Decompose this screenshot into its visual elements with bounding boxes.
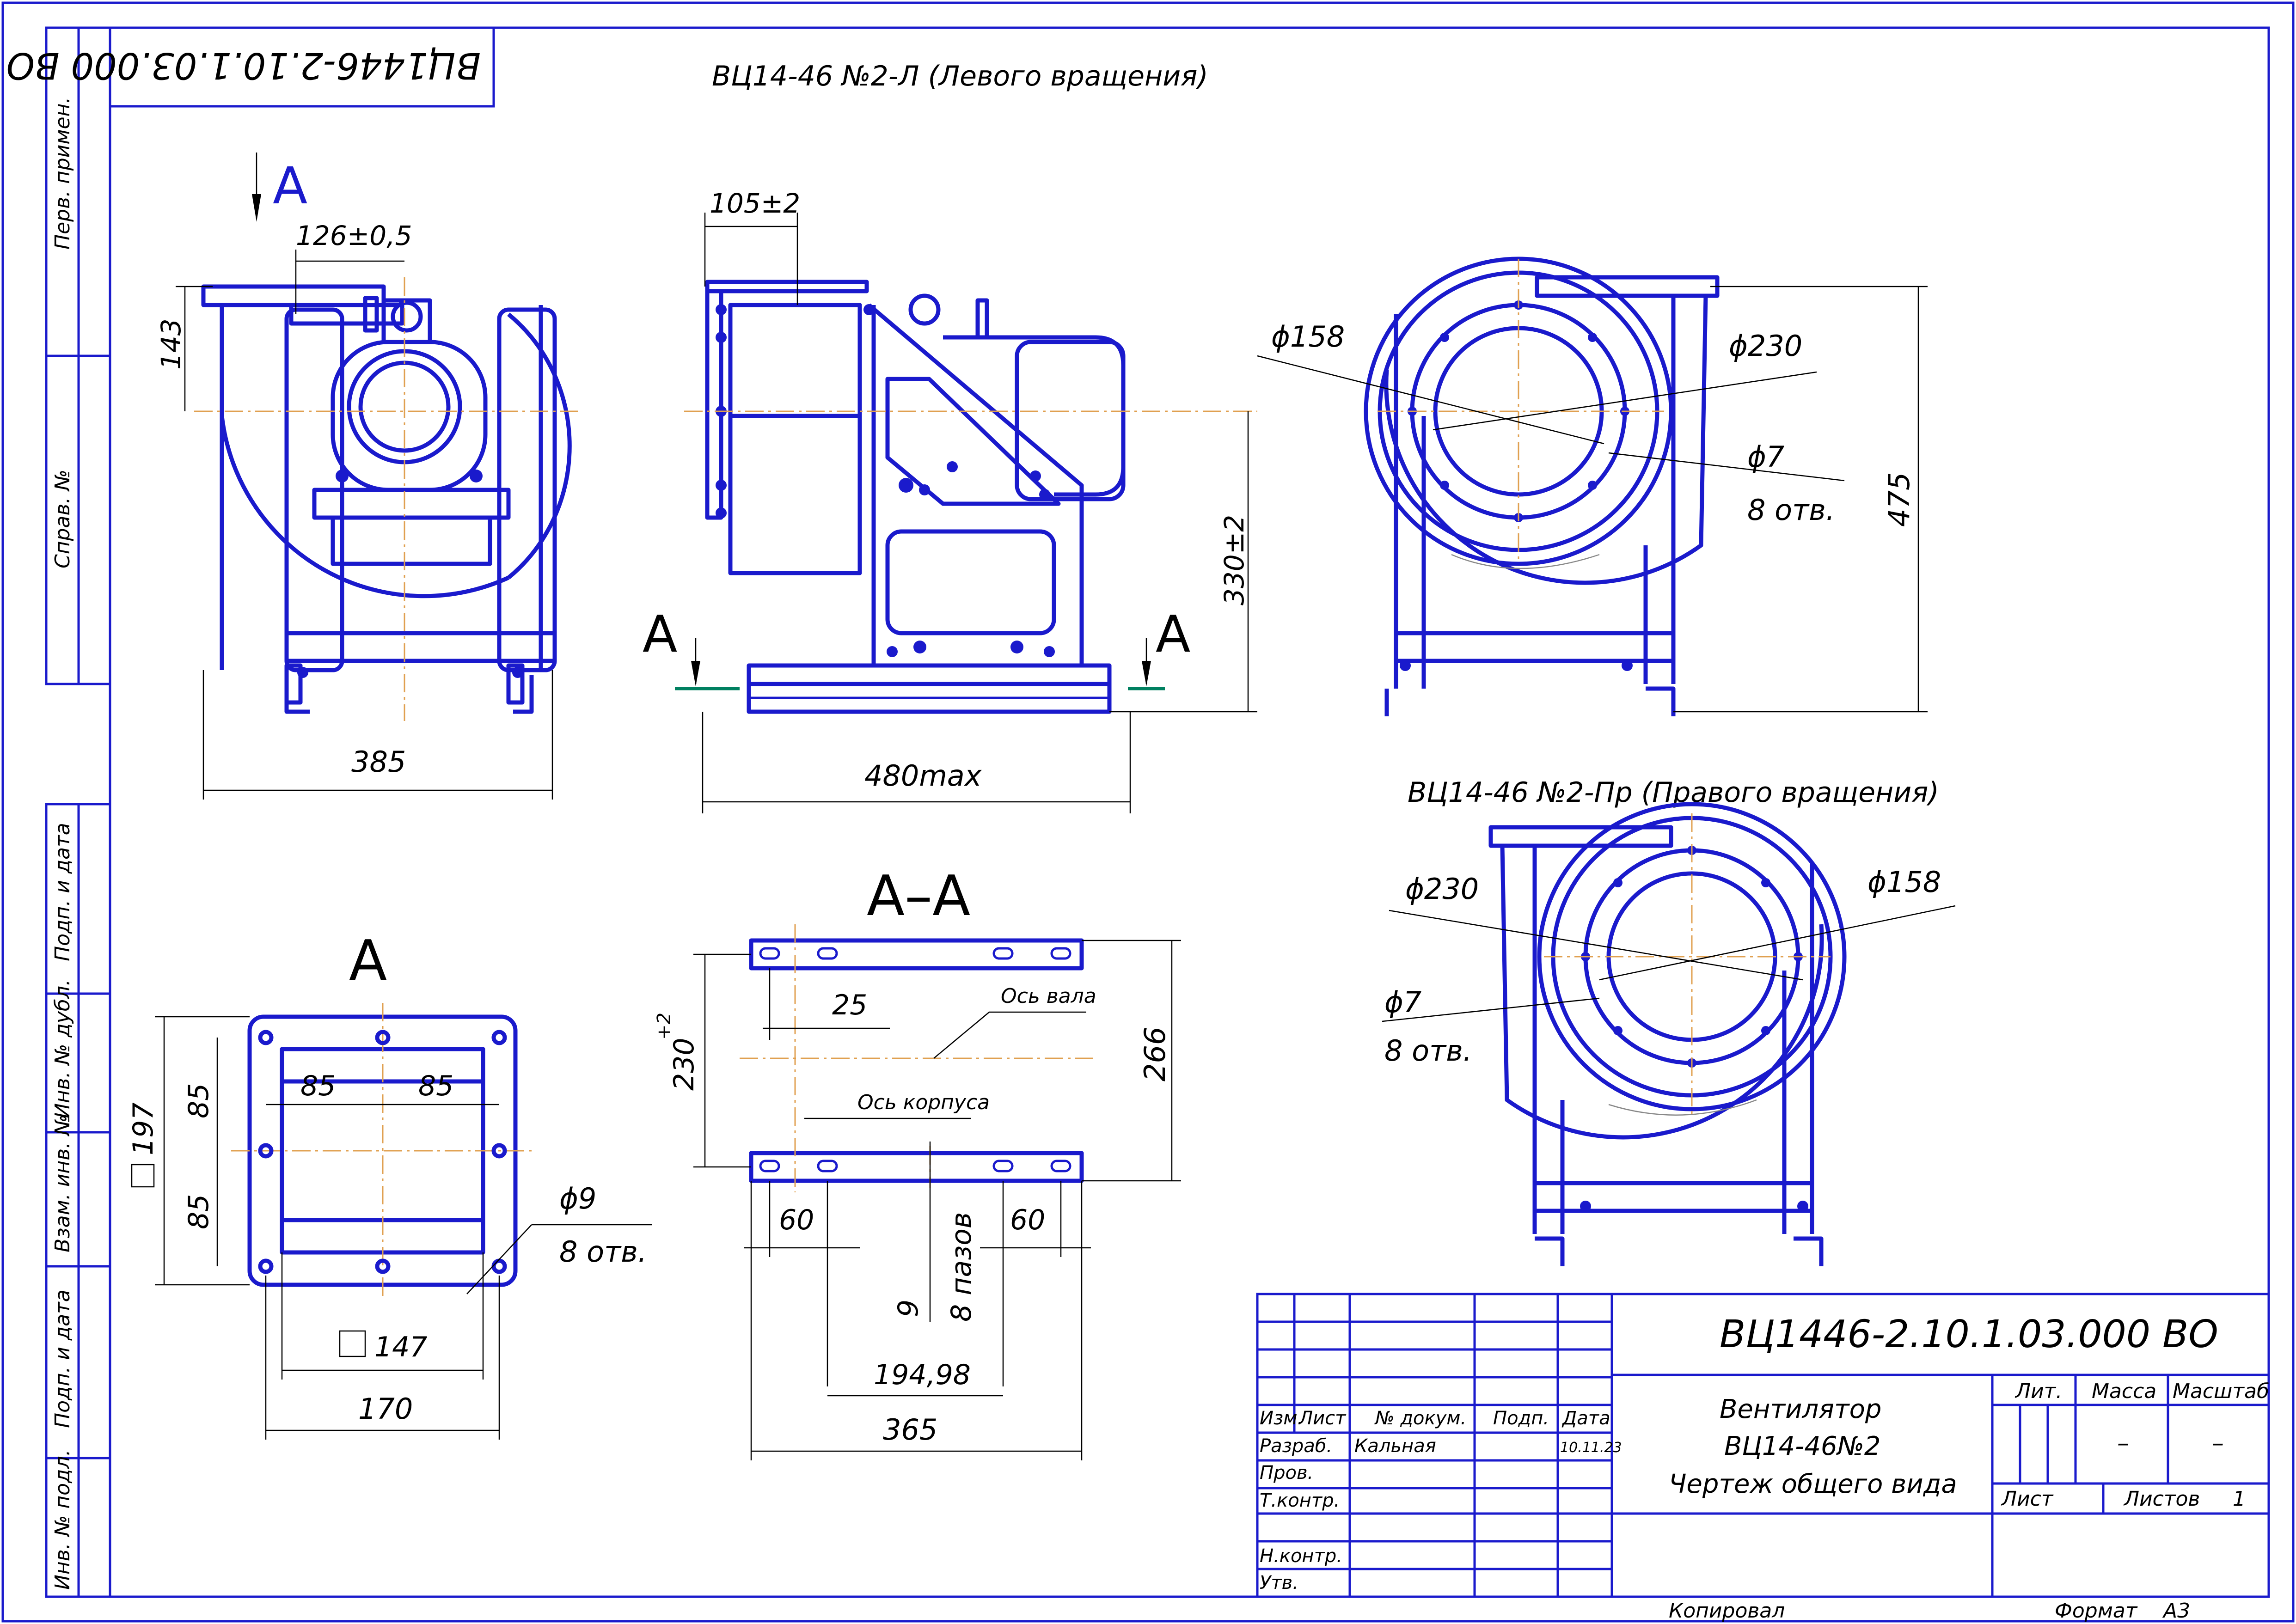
tb-izm: Изм.	[1260, 1408, 1303, 1429]
tb-product-line1: Вентилятор	[1720, 1394, 1881, 1424]
dim-aa-266: 266	[1138, 1027, 1172, 1081]
dim-a-85-v1: 85	[183, 1083, 215, 1118]
section-mark-left: A	[643, 604, 677, 664]
dim-aa-230-tol: +2	[654, 1013, 675, 1040]
dim-aa-shaft-axis: Ось вала	[1001, 984, 1096, 1008]
dim-aa-slots: 8 пазов	[945, 1212, 978, 1322]
tb-podp: Подп.	[1493, 1408, 1549, 1429]
stamp-podp-data-1: Подп. и дата	[51, 823, 74, 961]
dim-a-170: 170	[358, 1392, 413, 1426]
tb-razrab-date: 10.11.23	[1560, 1440, 1622, 1456]
section-mark-right: A	[1156, 604, 1190, 664]
stamp-sprav-no: Справ. №	[51, 470, 74, 568]
tb-lit: Лит.	[2014, 1380, 2062, 1403]
dim-left-d158: ϕ158	[1271, 320, 1345, 354]
dim-a-85-h1: 85	[300, 1070, 336, 1102]
format-value: А3	[2162, 1599, 2190, 1623]
side-view: A A 105±2 330±2 480max	[643, 188, 1257, 813]
tb-listov-value: 1	[2233, 1487, 2246, 1511]
dim-aa-25: 25	[832, 989, 867, 1021]
end-view-right: ϕ230 ϕ158 ϕ7 8 отв.	[1382, 802, 1956, 1266]
dim-left-d7: ϕ7	[1747, 440, 1784, 474]
tb-massa: Масса	[2092, 1380, 2156, 1403]
section-aa: A–A 25 Ось вала Ось корпуса 230 +2 266	[654, 864, 1181, 1460]
tb-product-line3: Чертеж общего вида	[1669, 1469, 1957, 1499]
section-aa-title: A–A	[867, 864, 970, 928]
view-a-title: A	[349, 929, 387, 993]
dim-a-85-h2: 85	[418, 1070, 453, 1102]
stamp-vzam-inv: Взам. инв. №	[51, 1114, 74, 1252]
dim-a-d9: ϕ9	[559, 1182, 596, 1215]
tb-tkontr: Т.контр.	[1260, 1490, 1340, 1511]
view-a-arrow-label: A	[273, 156, 307, 215]
dim-a-holes: 8 отв.	[559, 1235, 647, 1269]
tb-masshtab: Масштаб	[2173, 1380, 2269, 1403]
dim-aa-230: 230	[668, 1038, 700, 1091]
dim-aa-194: 194,98	[874, 1359, 971, 1391]
copied-label: Копировал	[1669, 1599, 1785, 1623]
dim-aa-9: 9	[892, 1300, 925, 1317]
dim-front-126: 126±0,5	[296, 220, 412, 251]
title-left-rotation: ВЦ14-46 №2-Л (Левого вращения)	[712, 60, 1208, 92]
tb-utv: Утв.	[1260, 1572, 1298, 1593]
dim-front-385: 385	[351, 745, 406, 779]
corner-code: ВЦ1446-2.10.1.03.000 ВО	[6, 44, 481, 86]
dim-right-d230: ϕ230	[1405, 872, 1479, 906]
stamp-perv-primen: Перв. примен.	[51, 97, 74, 250]
tb-code-main: ВЦ1446-2.10.1.03.000 ВО	[1720, 1313, 2218, 1356]
tb-razrab-name: Кальная	[1354, 1435, 1436, 1457]
tb-n-dokum: № докум.	[1374, 1408, 1466, 1429]
view-a: A 85 85 85 85 197 147 170	[127, 929, 652, 1440]
tb-list: Лист	[1298, 1408, 1347, 1429]
dim-side-330: 330±2	[1218, 515, 1250, 605]
dim-right-holes: 8 отв.	[1384, 1034, 1472, 1068]
stamp-inv-podl: Инв. № подл.	[51, 1449, 74, 1590]
tb-product-line2: ВЦ14-46№2	[1724, 1431, 1881, 1461]
dim-side-105: 105±2	[710, 188, 800, 219]
tb-masshtab-value: –	[2212, 1429, 2224, 1457]
dim-aa-body-axis: Ось корпуса	[857, 1091, 990, 1114]
dim-a-147: 147	[374, 1331, 428, 1363]
tb-data: Дата	[1561, 1408, 1610, 1429]
format-label: Формат	[2055, 1599, 2138, 1623]
dim-front-143: 143	[155, 318, 187, 370]
dim-right-d158: ϕ158	[1867, 865, 1941, 899]
dim-left-holes: 8 отв.	[1747, 493, 1835, 527]
stamp-podp-data-2: Подп. и дата	[51, 1289, 74, 1428]
dim-side-480: 480max	[864, 759, 982, 793]
tb-nkontr: Н.контр.	[1260, 1545, 1342, 1567]
front-view: A 126±0,5 143 385	[155, 153, 578, 800]
stamp-inv-dubl: Инв. № дубл.	[51, 979, 74, 1118]
tb-prov: Пров.	[1260, 1462, 1313, 1484]
tb-list-label: Лист	[2001, 1487, 2054, 1511]
dim-aa-365: 365	[883, 1413, 937, 1447]
dim-a-85-v2: 85	[183, 1194, 215, 1229]
title-block: ВЦ1446-2.10.1.03.000 ВО Вентилятор ВЦ14-…	[1256, 1293, 2270, 1598]
dim-aa-60-left: 60	[779, 1204, 814, 1236]
dim-left-d230: ϕ230	[1729, 329, 1802, 363]
dim-aa-60-right: 60	[1010, 1204, 1045, 1236]
dim-left-475: 475	[1882, 472, 1916, 527]
side-stamp: Перв. примен. Справ. № Подп. и дата Инв.…	[51, 97, 74, 1590]
tb-massa-value: –	[2117, 1429, 2129, 1457]
tb-listov-label: Листов	[2123, 1487, 2200, 1511]
end-view-left: ϕ158 ϕ230 ϕ7 8 отв. 475	[1257, 256, 1928, 716]
tb-razrab: Разраб.	[1260, 1435, 1332, 1457]
dim-a-197: 197	[127, 1102, 159, 1155]
dim-right-d7: ϕ7	[1384, 985, 1421, 1019]
